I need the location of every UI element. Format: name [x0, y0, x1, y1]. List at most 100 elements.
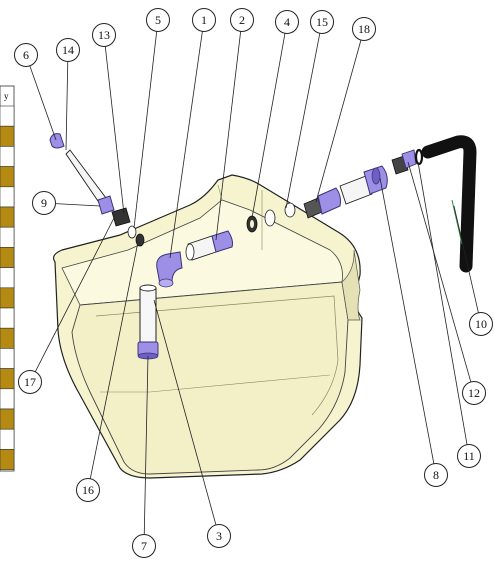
leader-line-13	[104, 46, 125, 215]
callout-circle	[424, 463, 448, 487]
callout-7: 7	[132, 534, 156, 558]
callout-number: 18	[358, 22, 370, 36]
leader-line-14	[65, 61, 69, 151]
parts-table-row	[0, 408, 15, 430]
callout-circle	[275, 10, 299, 34]
vent-assembly	[49, 133, 145, 247]
callout-15: 15	[310, 10, 334, 34]
callout-circle	[230, 8, 254, 32]
parts-table-row	[0, 267, 15, 289]
callout-number: 3	[216, 529, 222, 543]
callout-number: 7	[141, 539, 147, 553]
parts-table-row	[0, 125, 15, 147]
pipe-segment-2	[185, 230, 233, 261]
leader-line-6	[29, 65, 57, 141]
callout-14: 14	[56, 38, 80, 62]
parts-table-row	[0, 287, 15, 309]
elbow-fitting	[156, 251, 183, 288]
callout-number: 16	[82, 483, 94, 497]
parts-table-row	[0, 226, 15, 248]
callout-circle	[14, 43, 38, 67]
callout-circle	[92, 23, 116, 47]
callout-11: 11	[457, 444, 481, 468]
leader-line-5	[133, 31, 158, 229]
callout-number: 5	[155, 13, 161, 27]
leader-lines	[29, 31, 479, 535]
callout-4: 4	[275, 10, 299, 34]
callout-16: 16	[76, 478, 100, 502]
callout-6: 6	[14, 43, 38, 67]
callout-number: 15	[316, 15, 328, 29]
callout-circle	[207, 524, 231, 548]
leader-line-18	[315, 39, 362, 203]
parts-table-header: y	[4, 91, 9, 101]
callout-17: 17	[18, 370, 42, 394]
callout-3: 3	[207, 524, 231, 548]
tank-rib-line	[95, 295, 339, 416]
leader-line-11	[417, 161, 468, 445]
callout-number: 1	[201, 13, 207, 27]
parts-table-row	[0, 307, 15, 329]
callout-circle	[32, 191, 56, 215]
callout-10: 10	[469, 312, 493, 336]
callout-circle	[56, 38, 80, 62]
callout-number: 6	[23, 48, 29, 62]
parts-table-row	[0, 105, 15, 127]
parts-table-row	[0, 166, 15, 188]
callout-13: 13	[92, 23, 116, 47]
hose-clamp-11	[414, 148, 424, 166]
callout-circle	[310, 10, 334, 34]
callout-circle	[132, 534, 156, 558]
callout-number: 2	[239, 13, 245, 27]
callout-number: 17	[24, 375, 36, 389]
callout-circle	[76, 478, 100, 502]
callout-number: 4	[284, 15, 290, 29]
callout-circle	[18, 370, 42, 394]
leader-line-2	[215, 31, 242, 241]
parts-table: y	[0, 85, 15, 472]
parts-table-row	[0, 327, 15, 349]
callout-circle	[192, 8, 216, 32]
leader-line-1	[169, 31, 203, 259]
callout-number: 12	[468, 386, 480, 400]
leader-line-9	[55, 203, 101, 207]
callout-8: 8	[424, 463, 448, 487]
tank-rib-line-lower	[100, 374, 331, 393]
leader-line-3	[153, 299, 217, 526]
callout-5: 5	[146, 8, 170, 32]
callout-18: 18	[352, 17, 376, 41]
parts-table-row	[0, 206, 15, 228]
callout-circle	[457, 444, 481, 468]
parts-table-row	[0, 388, 15, 410]
parts-table-row	[0, 247, 15, 268]
callout-number: 10	[475, 317, 487, 331]
callout-circle	[352, 17, 376, 41]
tank-right-face	[341, 249, 361, 321]
callout-number: 9	[41, 196, 47, 210]
callout-circle	[469, 312, 493, 336]
washer-4	[246, 215, 258, 233]
callout-12: 12	[462, 381, 486, 405]
callout-number: 8	[433, 468, 439, 482]
callout-circle	[146, 8, 170, 32]
barb-fitting-12	[391, 149, 417, 175]
leader-line-7	[143, 355, 149, 535]
bulkhead-fitting-18	[303, 187, 341, 219]
drain-hose	[421, 135, 477, 273]
standpipe	[137, 284, 159, 360]
leader-line-8	[379, 177, 435, 464]
parts-table-row	[0, 368, 15, 390]
callout-number: 14	[62, 43, 74, 57]
callout-circle	[462, 381, 486, 405]
callout-2: 2	[230, 8, 254, 32]
parts-table-row	[0, 449, 15, 470]
parts-table-row	[0, 428, 15, 450]
parts-table-row	[0, 186, 15, 208]
leader-line-12	[407, 161, 472, 383]
leader-line-16	[89, 241, 139, 479]
leader-line-10	[453, 205, 479, 313]
parts-table-row	[0, 348, 15, 369]
leader-line-15	[285, 33, 321, 209]
